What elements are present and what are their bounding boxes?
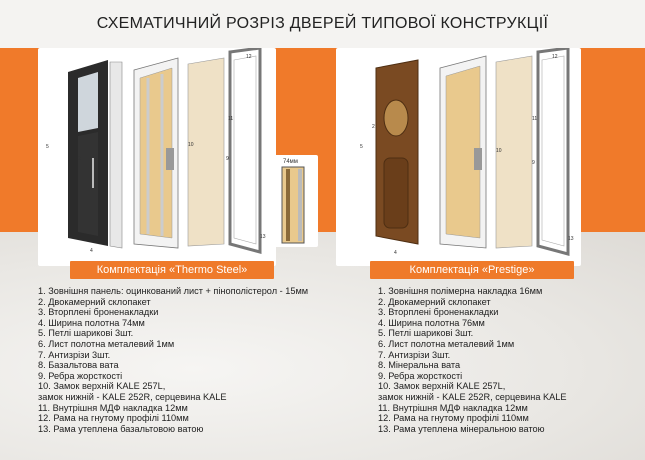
outer-frame	[228, 46, 262, 254]
list-item: 12. Рама на гнутому профілі 110мм	[378, 413, 529, 424]
list-item: 6. Лист полотна металевий 1мм	[378, 338, 515, 349]
list-item: 3. Вторплені броненакладки	[38, 307, 159, 318]
list-item: 1. Зовнішня полімерна накладка 16мм	[378, 286, 543, 296]
list-item: 5. Петлі шарикові 3шт.	[378, 328, 474, 339]
door-lower-panel	[383, 157, 409, 229]
lock-mechanism	[474, 148, 482, 170]
list-item: 2. Двокамерний склопакет	[378, 296, 491, 307]
frame-profile	[109, 61, 123, 249]
list-item: 9. Ребра жорсткості	[378, 370, 463, 381]
mdf-panel	[495, 55, 533, 249]
list-item: 8. Мінеральна вата	[378, 360, 461, 371]
list-item: 12. Рама на гнутому профілі 110мм	[38, 413, 189, 424]
svg-text:12: 12	[552, 54, 558, 60]
list-item: 10. Замок верхній KALE 257L,	[378, 381, 506, 392]
insulation-layer	[445, 65, 481, 239]
svg-text:10: 10	[188, 142, 194, 148]
list-item: замок нижній - KALE 252R, серцевина KALE	[378, 391, 567, 402]
list-item: 4. Ширина полотна 74мм	[38, 317, 145, 328]
prestige-diagram: 5 2 4 11 9 10 12 13	[360, 46, 574, 256]
list-item: 3. Вторплені броненакладки	[378, 307, 499, 318]
prestige-badge: Комплектація «Prestige»	[370, 261, 574, 279]
door-glass	[78, 72, 98, 132]
svg-text:13: 13	[260, 234, 266, 240]
page-title: СХЕМАТИЧНИЙ РОЗРІЗ ДВЕРЕЙ ТИПОВОЇ КОНСТР…	[96, 15, 549, 32]
list-item: 11. Внутрішня МДФ накладка 12мм	[378, 402, 528, 413]
mdf-panel	[187, 57, 225, 247]
thermo-steel-diagram: 5 2 4 11 9 10 12 13	[46, 46, 266, 254]
list-item: 8. Базальтова вата	[38, 360, 119, 371]
list-item: 5. Петлі шарикові 3шт.	[38, 328, 134, 339]
svg-text:2: 2	[372, 124, 375, 130]
door-decor-glass	[383, 99, 409, 137]
svg-text:12: 12	[246, 54, 252, 60]
lock-mechanism	[166, 148, 174, 170]
prestige-spec-list: 1. Зовнішня полімерна накладка 16мм 2. Д…	[378, 286, 567, 434]
svg-text:10: 10	[496, 148, 502, 154]
svg-text:11: 11	[532, 116, 537, 122]
list-item: 2. Двокамерний склопакет	[38, 296, 151, 307]
list-item: 1. Зовнішня панель: оцинкований лист + п…	[38, 286, 309, 296]
svg-text:5: 5	[360, 144, 363, 150]
list-item: 9. Ребра жорсткості	[38, 370, 123, 381]
section-inset: 74мм	[268, 155, 318, 247]
list-item: 7. Антизрізи 3шт.	[38, 349, 111, 360]
list-item: 6. Лист полотна металевий 1мм	[38, 338, 175, 349]
door-lower-panel	[78, 132, 98, 236]
left-diagram-panel: 5 2 4 11 9 10 12 13	[38, 46, 276, 266]
svg-text:13: 13	[568, 236, 574, 242]
list-item: 13. Рама утеплена мінеральною ватою	[378, 423, 545, 434]
svg-text:11: 11	[228, 116, 233, 122]
list-item: 11. Внутрішня МДФ накладка 12мм	[38, 402, 188, 413]
list-item: 4. Ширина полотна 76мм	[378, 317, 485, 328]
svg-text:9: 9	[532, 160, 535, 166]
inset-width-label: 74мм	[283, 159, 298, 165]
svg-text:4: 4	[394, 250, 397, 256]
callout-labels: 5 2 4 11 9 10 12 13	[360, 54, 574, 256]
outer-frame	[536, 46, 570, 256]
thermo-steel-spec-list: 1. Зовнішня панель: оцинкований лист + п…	[38, 286, 308, 434]
list-item: 7. Антизрізи 3шт.	[378, 349, 451, 360]
header-band	[0, 0, 645, 48]
list-item: 10. Замок верхній KALE 257L,	[38, 381, 166, 392]
callout-labels: 5 2 4 11 9 10 12 13	[46, 54, 266, 254]
svg-text:4: 4	[90, 248, 93, 254]
svg-text:5: 5	[46, 144, 49, 150]
list-item: замок нижній - KALE 252R, серцевина KALE	[38, 391, 227, 402]
thermo-steel-badge: Комплектація «Thermo Steel»	[70, 261, 274, 279]
right-diagram-panel: 5 2 4 11 9 10 12 13	[336, 46, 581, 266]
list-item: 13. Рама утеплена базальтовою ватою	[38, 423, 204, 434]
svg-text:2: 2	[78, 156, 81, 162]
svg-text:9: 9	[226, 156, 229, 162]
